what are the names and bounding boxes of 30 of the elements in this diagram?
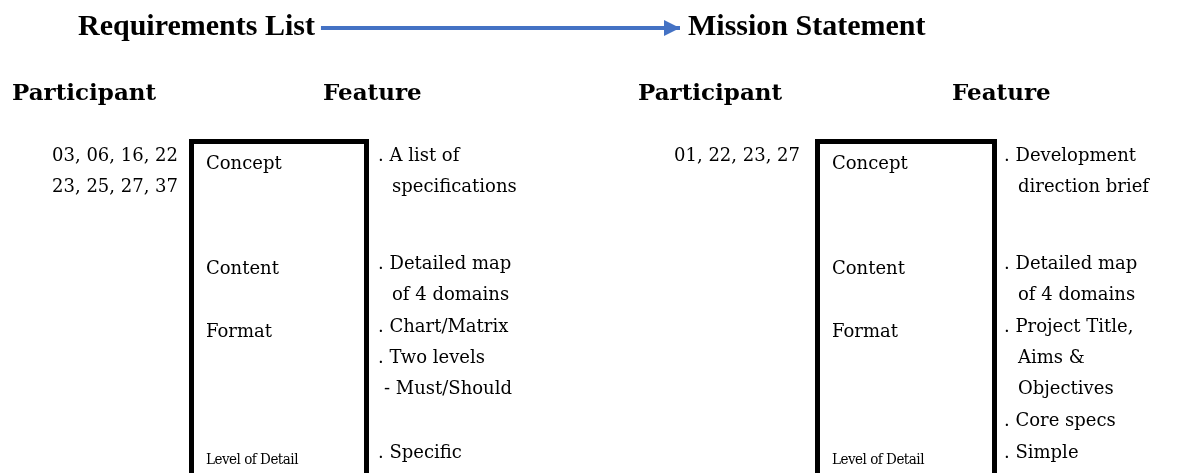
feature-box	[189, 139, 369, 473]
participant-numbers: 01, 22, 23, 27	[673, 143, 800, 167]
feature-description: - Must/Should	[384, 376, 513, 400]
column-heading: Feature	[952, 78, 1051, 105]
feature-description: . Core specs	[1004, 408, 1117, 432]
row-heading: Format	[832, 320, 898, 341]
row-heading: Level of Detail	[832, 450, 924, 468]
feature-description: . Detailed map of 4 domains	[1004, 251, 1139, 306]
feature-description: . Detailed map of 4 domains	[378, 251, 513, 306]
row-heading: Level of Detail	[206, 450, 298, 468]
feature-description: . Two levels	[378, 345, 486, 369]
row-heading: Content	[206, 257, 279, 278]
column-heading: Participant	[12, 78, 157, 105]
row-heading: Concept	[206, 152, 282, 173]
heading-text: Mission Statement	[688, 8, 926, 42]
row-heading: Content	[832, 257, 905, 278]
feature-description: . Simple	[1004, 440, 1080, 464]
row-heading: Format	[206, 320, 272, 341]
feature-description: . A list of specifications	[378, 143, 518, 198]
feature-description: . Chart/Matrix	[378, 314, 510, 338]
feature-description: . Specific	[378, 440, 463, 464]
feature-description: . Development direction brief	[1004, 143, 1151, 198]
arrow	[320, 20, 680, 36]
column-heading: Participant	[638, 78, 783, 105]
participant-numbers: 03, 06, 16, 22 23, 25, 27, 37	[51, 143, 178, 198]
feature-description: . Project Title, Aims & Objectives	[1004, 314, 1135, 400]
heading-text: Requirements List	[78, 8, 315, 42]
feature-box	[815, 139, 997, 473]
column-heading: Feature	[323, 78, 422, 105]
row-heading: Concept	[832, 152, 908, 173]
